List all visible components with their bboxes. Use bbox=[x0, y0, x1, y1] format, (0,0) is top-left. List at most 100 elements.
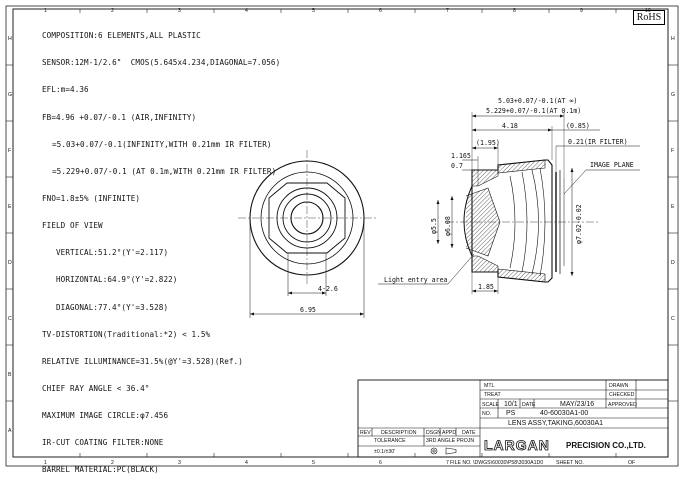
tb-of: OF bbox=[628, 460, 635, 466]
zone-letter: B bbox=[8, 372, 12, 378]
dim-label-fb-near: 5.229+0.07/-0.1(AT 0.1m) bbox=[486, 107, 581, 115]
rohs-badge: RoHS bbox=[633, 10, 665, 25]
zone-number: 6 bbox=[379, 8, 382, 14]
zone-number: 2 bbox=[111, 460, 114, 466]
zone-letter: A bbox=[8, 428, 12, 434]
lens-element bbox=[509, 175, 516, 269]
label-image-plane: IMAGE PLANE bbox=[590, 161, 634, 169]
spec-chief-ray-angle: CHIEF RAY ANGLE < 36.4° bbox=[42, 383, 150, 393]
tb-approved: APPROVED bbox=[608, 402, 637, 408]
dim-label-fb-infinity: 5.03+0.07/-0.1(AT ∞) bbox=[498, 97, 577, 105]
tb-rev: REV bbox=[360, 430, 371, 436]
tb-no-label: NO. bbox=[482, 411, 491, 417]
dim-label-d7-02: φ7.02-0.02 bbox=[575, 204, 583, 244]
front-lens-surface bbox=[463, 185, 473, 257]
zone-letter: E bbox=[671, 204, 675, 210]
tb-mtl: MTL bbox=[484, 383, 494, 389]
zone-letters-right: H G F E D C bbox=[671, 36, 675, 322]
zone-letter: C bbox=[8, 316, 12, 322]
tb-part-number: 40-60030A1-00 bbox=[540, 410, 588, 417]
lens-element bbox=[531, 169, 539, 275]
zone-number: 2 bbox=[111, 8, 114, 14]
tb-sheet-no: SHEET NO. bbox=[556, 460, 584, 466]
zone-number: 1 bbox=[44, 8, 47, 14]
dim-label-ir-filter: 0.21(IR FILTER) bbox=[568, 138, 628, 146]
zone-number: 7 bbox=[446, 8, 449, 14]
lens-element bbox=[539, 167, 546, 277]
lens-spec-block: COMPOSITION:6 ELEMENTS,ALL PLASTIC SENSO… bbox=[42, 13, 280, 492]
drawing-canvas: 1 2 3 4 5 6 7 8 9 10 1 2 3 4 5 6 7 H G F… bbox=[5, 5, 679, 467]
barrel-wall-hatch bbox=[471, 255, 499, 273]
barrel-wall-hatch bbox=[471, 169, 499, 187]
zone-number: 6 bbox=[379, 460, 382, 466]
tb-date-value: MAY/23/16 bbox=[560, 401, 594, 408]
dim-label-0-85: (0.85) bbox=[566, 122, 590, 130]
zone-number: 4 bbox=[245, 460, 248, 466]
image-plane-leader bbox=[563, 169, 587, 195]
spec-barrel-material: BARREL MATERIAL:PC(BLACK) bbox=[42, 465, 159, 475]
tb-treat: TREAT bbox=[484, 392, 501, 398]
tb-projection: 3RD ANGLE PROJN bbox=[426, 438, 474, 444]
spec-image-circle: MAXIMUM IMAGE CIRCLE:φ7.456 bbox=[42, 411, 169, 421]
spec-fov-horizontal: HORIZONTAL:64.9°(Y'=2.822) bbox=[56, 275, 178, 285]
zone-number: 7 bbox=[446, 460, 449, 466]
tb-tolerance-value: ±0.1/±30' bbox=[374, 449, 395, 455]
tb-scale-value: 10/1 bbox=[504, 401, 518, 408]
dim-label-d5-5: φ5.5 bbox=[430, 218, 438, 234]
tb-date-col: DATE bbox=[462, 430, 476, 436]
tb-dsgn: DSGN bbox=[426, 430, 441, 436]
zone-letter: F bbox=[8, 148, 11, 154]
dim-label-d6-08: φ6.08 bbox=[444, 216, 452, 236]
tb-checked: CHECKED bbox=[609, 392, 635, 398]
spec-fov-vertical: VERTICAL:51.2°(Y'=2.117) bbox=[56, 248, 169, 258]
zone-letter: F bbox=[671, 148, 674, 154]
dim-label-1-85: 1.85 bbox=[478, 283, 494, 291]
projection-symbol-icon bbox=[430, 447, 457, 455]
spec-relative-illuminance: RELATIVE ILLUMINANCE=31.5%(@Y'=3.528)(Re… bbox=[42, 356, 243, 366]
tb-file-no: FILE NO. \DWGS\60030\P58\3030A1D0 bbox=[450, 460, 543, 466]
tb-scale-label: SCALE bbox=[482, 402, 500, 408]
spec-fb-near: =5.229+0.07/-0.1 (AT 0.1m,WITH 0.21mm IR… bbox=[52, 166, 277, 176]
zone-letter: G bbox=[8, 92, 12, 98]
zone-number: 4 bbox=[245, 8, 248, 14]
zone-number: 8 bbox=[513, 8, 516, 14]
title-block bbox=[357, 379, 669, 458]
tb-drawing-title: LENS ASSY,TAKING,60030A1 bbox=[508, 420, 603, 427]
dim-label-0-7: 0.7 bbox=[451, 162, 463, 170]
zone-number: 5 bbox=[312, 8, 315, 14]
tb-description: DESCRIPTION bbox=[381, 430, 417, 436]
light-entry-leader bbox=[447, 253, 475, 285]
tb-date-label: DATE bbox=[522, 402, 536, 408]
dim-label-1-95: (1.95) bbox=[476, 139, 500, 147]
spec-fov-diagonal: DIAGONAL:77.4°(Y'=3.528) bbox=[56, 302, 169, 312]
front-lens-element bbox=[465, 187, 501, 257]
spec-fov: FIELD OF VIEW bbox=[42, 221, 103, 231]
zone-letter: E bbox=[8, 204, 12, 210]
barrel-flat-outline bbox=[268, 182, 346, 254]
spec-tv-distortion: TV-DISTORTION(Traditional:*2) < 1.5% bbox=[42, 329, 211, 339]
company-name: PRECISION CO.,LTD. bbox=[566, 441, 646, 450]
dim-4-2-6-arrows bbox=[288, 291, 326, 295]
zone-letter: G bbox=[671, 92, 675, 98]
tb-drawn: DRAWN bbox=[609, 383, 629, 389]
spec-fb-ir: =5.03+0.07/-0.1(INFINITY,WITH 0.21mm IR … bbox=[52, 139, 272, 149]
spec-sensor: SENSOR:12M-1/2.6" CMOS(5.645x4.234,DIAGO… bbox=[42, 58, 281, 68]
drawing-sheet: COMPOSITION:6 ELEMENTS,ALL PLASTIC SENSO… bbox=[5, 5, 679, 474]
zone-number: 5 bbox=[312, 460, 315, 466]
zone-letter: H bbox=[8, 36, 12, 42]
zone-number: 1 bbox=[44, 460, 47, 466]
spec-fno: FNO=1.8±5% (INFINITE) bbox=[42, 193, 141, 203]
zone-letter: D bbox=[671, 260, 675, 266]
zone-letter: C bbox=[671, 316, 675, 322]
tb-tolerance: TOLERANCE bbox=[374, 438, 406, 444]
label-light-entry-area: Light entry area bbox=[384, 276, 448, 284]
dim-label-4-18: 4.18 bbox=[502, 122, 518, 130]
spec-ir-cut: IR-CUT COATING FILTER:NONE bbox=[42, 438, 164, 448]
zone-letter: H bbox=[671, 36, 675, 42]
spec-fb: FB=4.96 +0.07/-0.1 (AIR,INFINITY) bbox=[42, 112, 197, 122]
dim-label-4-2-6: 4-2.6 bbox=[318, 285, 338, 293]
zone-letters-left: H G F E D C B A bbox=[8, 36, 12, 434]
lens-element bbox=[521, 171, 528, 273]
zone-number: 3 bbox=[178, 460, 181, 466]
zone-numbers-top: 1 2 3 4 5 6 7 8 9 10 bbox=[44, 8, 651, 14]
